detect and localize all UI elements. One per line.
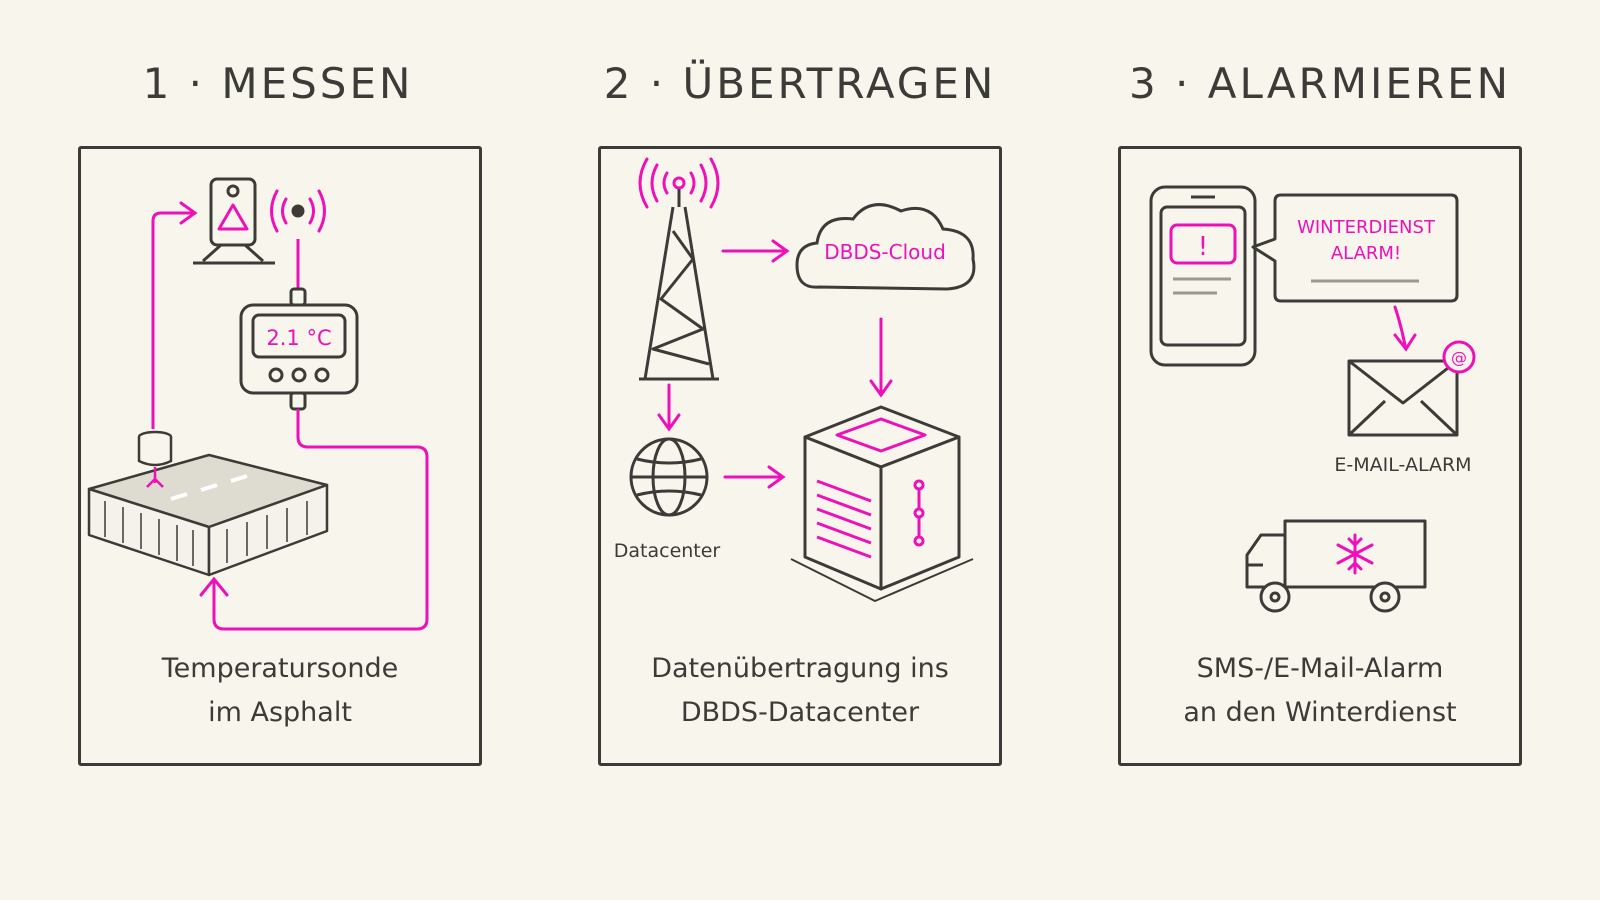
step-1-caption-line-1: Temperatursonde — [161, 653, 399, 684]
asphalt-block-icon — [87, 453, 329, 577]
step-2-title: 2 · ÜBERTRAGEN — [603, 59, 997, 108]
arrow-right-to-station — [179, 201, 198, 225]
step-2-caption-line-2: DBDS-Datacenter — [680, 697, 920, 728]
step-1-caption: Temperatursonde im Asphalt — [81, 647, 479, 735]
snowflake-icon — [1336, 533, 1374, 575]
step-1-caption-line-2: im Asphalt — [208, 697, 352, 728]
cloud-icon — [795, 203, 976, 291]
step-3-title: 3 · ALARMIEREN — [1128, 59, 1512, 108]
step-2-panel: DBDS-Cloud Datacenter — [598, 146, 1002, 766]
cloud-label: DBDS-Cloud — [824, 240, 946, 264]
step-3-illustration: ! WINTERDIENST ALARM! @ E-MAIL-A — [1149, 185, 1476, 613]
arrow-tower-to-globe — [657, 383, 681, 432]
data-cable — [212, 409, 429, 631]
step-3-caption: SMS-/E-Mail-Alarm an den Winterdienst — [1121, 647, 1519, 735]
envelope-icon — [1347, 340, 1476, 437]
email-badge-symbol: @ — [1451, 348, 1467, 367]
signal-waves-icon — [270, 189, 326, 233]
datacenter-label: Datacenter — [614, 540, 721, 562]
arrow-tower-to-cloud — [721, 239, 790, 263]
arrow-up-to-asphalt — [199, 576, 229, 597]
arrow-cloud-to-server — [869, 317, 893, 398]
step-1-title: 1 · MESSEN — [142, 59, 414, 108]
radio-tower-icon — [638, 157, 720, 381]
step-3-caption-line-1: SMS-/E-Mail-Alarm — [1196, 653, 1444, 684]
smartphone-icon — [1149, 185, 1257, 367]
alert-line-2: ALARM! — [1331, 243, 1401, 264]
step-3-caption-line-2: an den Winterdienst — [1183, 697, 1457, 728]
probe-icon — [137, 430, 173, 488]
step-2-illustration: DBDS-Cloud Datacenter — [614, 157, 976, 602]
phone-alert-symbol: ! — [1198, 232, 1208, 262]
measuring-device-icon — [239, 287, 359, 411]
step-3-panel: ! WINTERDIENST ALARM! @ E-MAIL-A — [1118, 146, 1522, 766]
probe-to-station-line — [151, 211, 193, 429]
weather-station-icon — [193, 177, 275, 265]
step-1-illustration: 2.1 °C — [87, 177, 429, 631]
globe-icon — [629, 437, 709, 517]
step-1-panel: 2.1 °C — [78, 146, 482, 766]
speech-bubble-icon — [1251, 193, 1459, 303]
email-alarm-label: E-MAIL-ALARM — [1334, 454, 1471, 476]
alert-line-1: WINTERDIENST — [1297, 217, 1436, 238]
step-2-caption: Datenübertragung ins DBDS-Datacenter — [601, 647, 999, 735]
arrow-bubble-to-envelope — [1393, 305, 1417, 352]
snow-truck-icon — [1245, 519, 1427, 613]
arrow-globe-to-server — [723, 465, 786, 489]
server-icon — [790, 405, 974, 602]
sensor-temperature-display: 2.1 °C — [266, 326, 331, 350]
step-2-caption-line-1: Datenübertragung ins — [651, 653, 949, 684]
